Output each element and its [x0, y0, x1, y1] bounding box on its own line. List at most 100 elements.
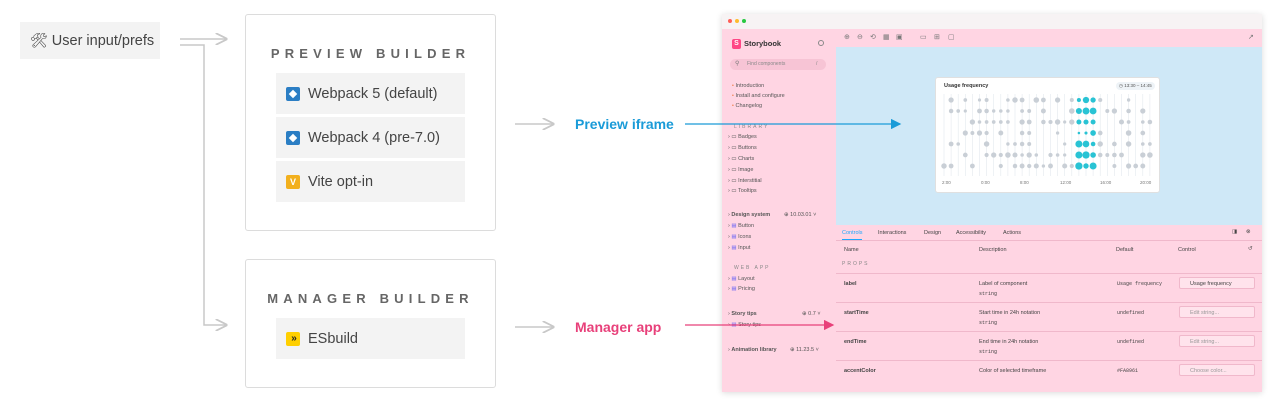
chart-dot: [998, 120, 1003, 124]
chart-dot: [1140, 108, 1146, 114]
sidebar-item-introduction[interactable]: ▪ Introduction: [732, 83, 765, 89]
tab-actions[interactable]: Actions: [1003, 230, 1022, 236]
chart-dot: [962, 152, 968, 158]
chart-dot: [977, 108, 982, 114]
user-input-box: 🛠 User input/prefs: [20, 22, 160, 59]
sidebar-item-changelog[interactable]: ▪ Changelog: [732, 103, 763, 109]
chart-dot: [1020, 109, 1024, 113]
chart-dot: [1140, 130, 1146, 136]
sidebar: S Storybook ⚲ Find components / ▪ Introd…: [722, 29, 836, 392]
chart-dot: [948, 108, 954, 114]
chart-dot: [1083, 163, 1089, 169]
viewport-icon[interactable]: ▭: [920, 34, 927, 41]
chart-dot: [1090, 152, 1096, 158]
chart-dot: [1105, 153, 1110, 157]
sidebar-item-badges[interactable]: › ▭ Badges: [728, 134, 757, 140]
color-picker-input[interactable]: Choose color...: [1179, 364, 1255, 376]
chart-dot: [970, 131, 975, 135]
chart-dot: [1033, 97, 1040, 103]
manager-builder-box: MANAGER BUILDER » ESbuild: [245, 259, 496, 388]
close-dot[interactable]: [728, 19, 732, 23]
sidebar-item-button[interactable]: › ▦ Button: [728, 223, 755, 229]
chart-dot: [1075, 107, 1082, 115]
prop-default: #FA8961: [1117, 368, 1139, 374]
chart-dot: [991, 120, 996, 124]
chart-dot: [1019, 130, 1025, 136]
option-esbuild: » ESbuild: [276, 318, 465, 359]
tab-interactions[interactable]: Interactions: [878, 230, 907, 236]
control-input[interactable]: Usage frequency: [1179, 277, 1255, 289]
control-input[interactable]: Edit string...: [1179, 335, 1255, 347]
chart-axis: 2:00 0:00 8:00 12:00 16:00 20:00: [936, 178, 1161, 192]
chart-dot: [1125, 141, 1132, 147]
chart-dot: [1090, 97, 1096, 103]
chart-dot: [948, 97, 954, 103]
chart-dot: [1048, 152, 1053, 158]
sidebar-item-tooltips[interactable]: › ▭ Tooltips: [728, 188, 757, 194]
chart-dot: [1019, 97, 1025, 103]
sidebar-item-input[interactable]: › ▦ Input: [728, 245, 751, 251]
chart-dot: [1006, 109, 1010, 113]
chart-dot: [1063, 120, 1067, 124]
chart-dot: [1133, 163, 1139, 169]
zoom-reset-icon[interactable]: ⟲: [870, 34, 876, 41]
chart-dot: [1055, 153, 1060, 157]
sidebar-item-story-tips[interactable]: › ▦ Story tips: [728, 322, 762, 328]
chart-dot: [998, 130, 1004, 136]
panel-close-icon[interactable]: ⊗: [1246, 229, 1251, 235]
chart-dot: [1020, 153, 1024, 157]
sidebar-item-image[interactable]: › ▭ Image: [728, 167, 754, 173]
tab-design[interactable]: Design: [924, 230, 942, 236]
background-icon[interactable]: ▣: [896, 34, 903, 41]
sidebar-item-layout[interactable]: › ▦ Layout: [728, 276, 755, 282]
preview-builder-box: PREVIEW BUILDER Webpack 5 (default) Webp…: [245, 14, 496, 231]
design-system-ref[interactable]: › Design system⊕ 10.03.01 ˅: [728, 212, 817, 218]
story-tips-ref[interactable]: › Story tips⊕ 0.7 ˅: [728, 311, 821, 317]
chart-dot: [969, 163, 975, 169]
window-titlebar: [722, 14, 1262, 29]
chart-dot: [1062, 163, 1068, 169]
chart-dot: [1019, 163, 1025, 169]
option-label: Webpack 4 (pre-7.0): [308, 129, 440, 146]
measure-icon[interactable]: ⊞: [934, 34, 940, 41]
sidebar-item-icons[interactable]: › ▦ Icons: [728, 234, 752, 240]
reset-icon[interactable]: ↺: [1248, 246, 1253, 252]
prop-description: Label of component: [979, 281, 1028, 287]
prop-default: undefined: [1117, 310, 1145, 316]
chart-dot: [1148, 142, 1152, 146]
open-new-tab-icon[interactable]: ↗: [1248, 34, 1254, 41]
search-input[interactable]: ⚲ Find components /: [730, 59, 826, 70]
chart-dot: [1041, 119, 1046, 125]
sidebar-item-interstitial[interactable]: › ▭ Interstitial: [728, 178, 762, 184]
chart-dot: [1027, 142, 1032, 146]
chart-dot: [1069, 108, 1075, 114]
zoom-in-icon[interactable]: ⊕: [844, 34, 850, 41]
sidebar-item-buttons[interactable]: › ▭ Buttons: [728, 145, 757, 151]
maximize-dot[interactable]: [742, 19, 746, 23]
sidebar-item-charts[interactable]: › ▭ Charts: [728, 156, 755, 162]
prop-type: string: [979, 291, 998, 297]
tab-accessibility[interactable]: Accessibility: [956, 230, 986, 236]
chart-dot: [1090, 141, 1096, 147]
control-input[interactable]: Edit string...: [1179, 306, 1255, 318]
chart-dot: [1063, 142, 1067, 146]
zoom-out-icon[interactable]: ⊖: [857, 34, 863, 41]
outline-icon[interactable]: ▢: [948, 34, 955, 41]
chart-dot: [1027, 131, 1032, 135]
chart-dot: [1126, 163, 1132, 169]
tab-controls[interactable]: Controls: [842, 230, 863, 240]
minimize-dot[interactable]: [735, 19, 739, 23]
panel-layout-icon[interactable]: ◨: [1232, 229, 1238, 235]
chart-dot: [1026, 152, 1032, 158]
sidebar-item-install[interactable]: ▪ Install and configure: [732, 93, 785, 99]
chart-dot: [956, 109, 961, 113]
settings-icon[interactable]: [818, 40, 824, 46]
chart-dot: [1069, 97, 1074, 103]
grid-icon[interactable]: ▦: [883, 34, 890, 41]
chart-dot: [1111, 108, 1118, 114]
chart-dot: [1075, 151, 1083, 159]
sidebar-item-pricing[interactable]: › ▦ Pricing: [728, 286, 755, 292]
animation-library-ref[interactable]: › Animation library⊕ 11.23.5 ˅: [728, 347, 819, 353]
chart-dot: [969, 119, 976, 125]
chart-dot: [983, 141, 990, 147]
